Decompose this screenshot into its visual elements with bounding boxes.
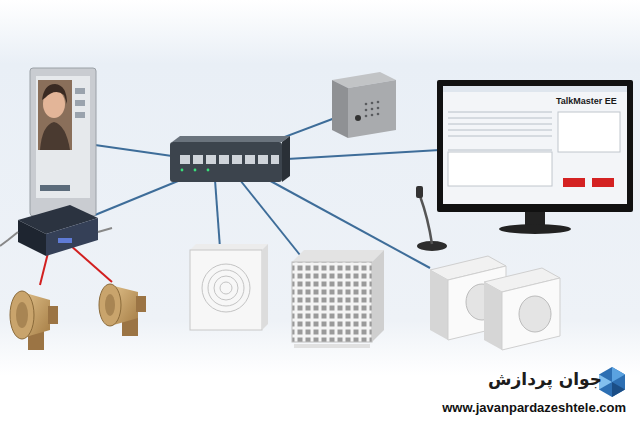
brand-name: جوان پردازش [488, 370, 602, 390]
website-url: www.javanpardazeshtele.com [442, 401, 626, 416]
screen-title: TalkMaster EE [556, 96, 617, 106]
